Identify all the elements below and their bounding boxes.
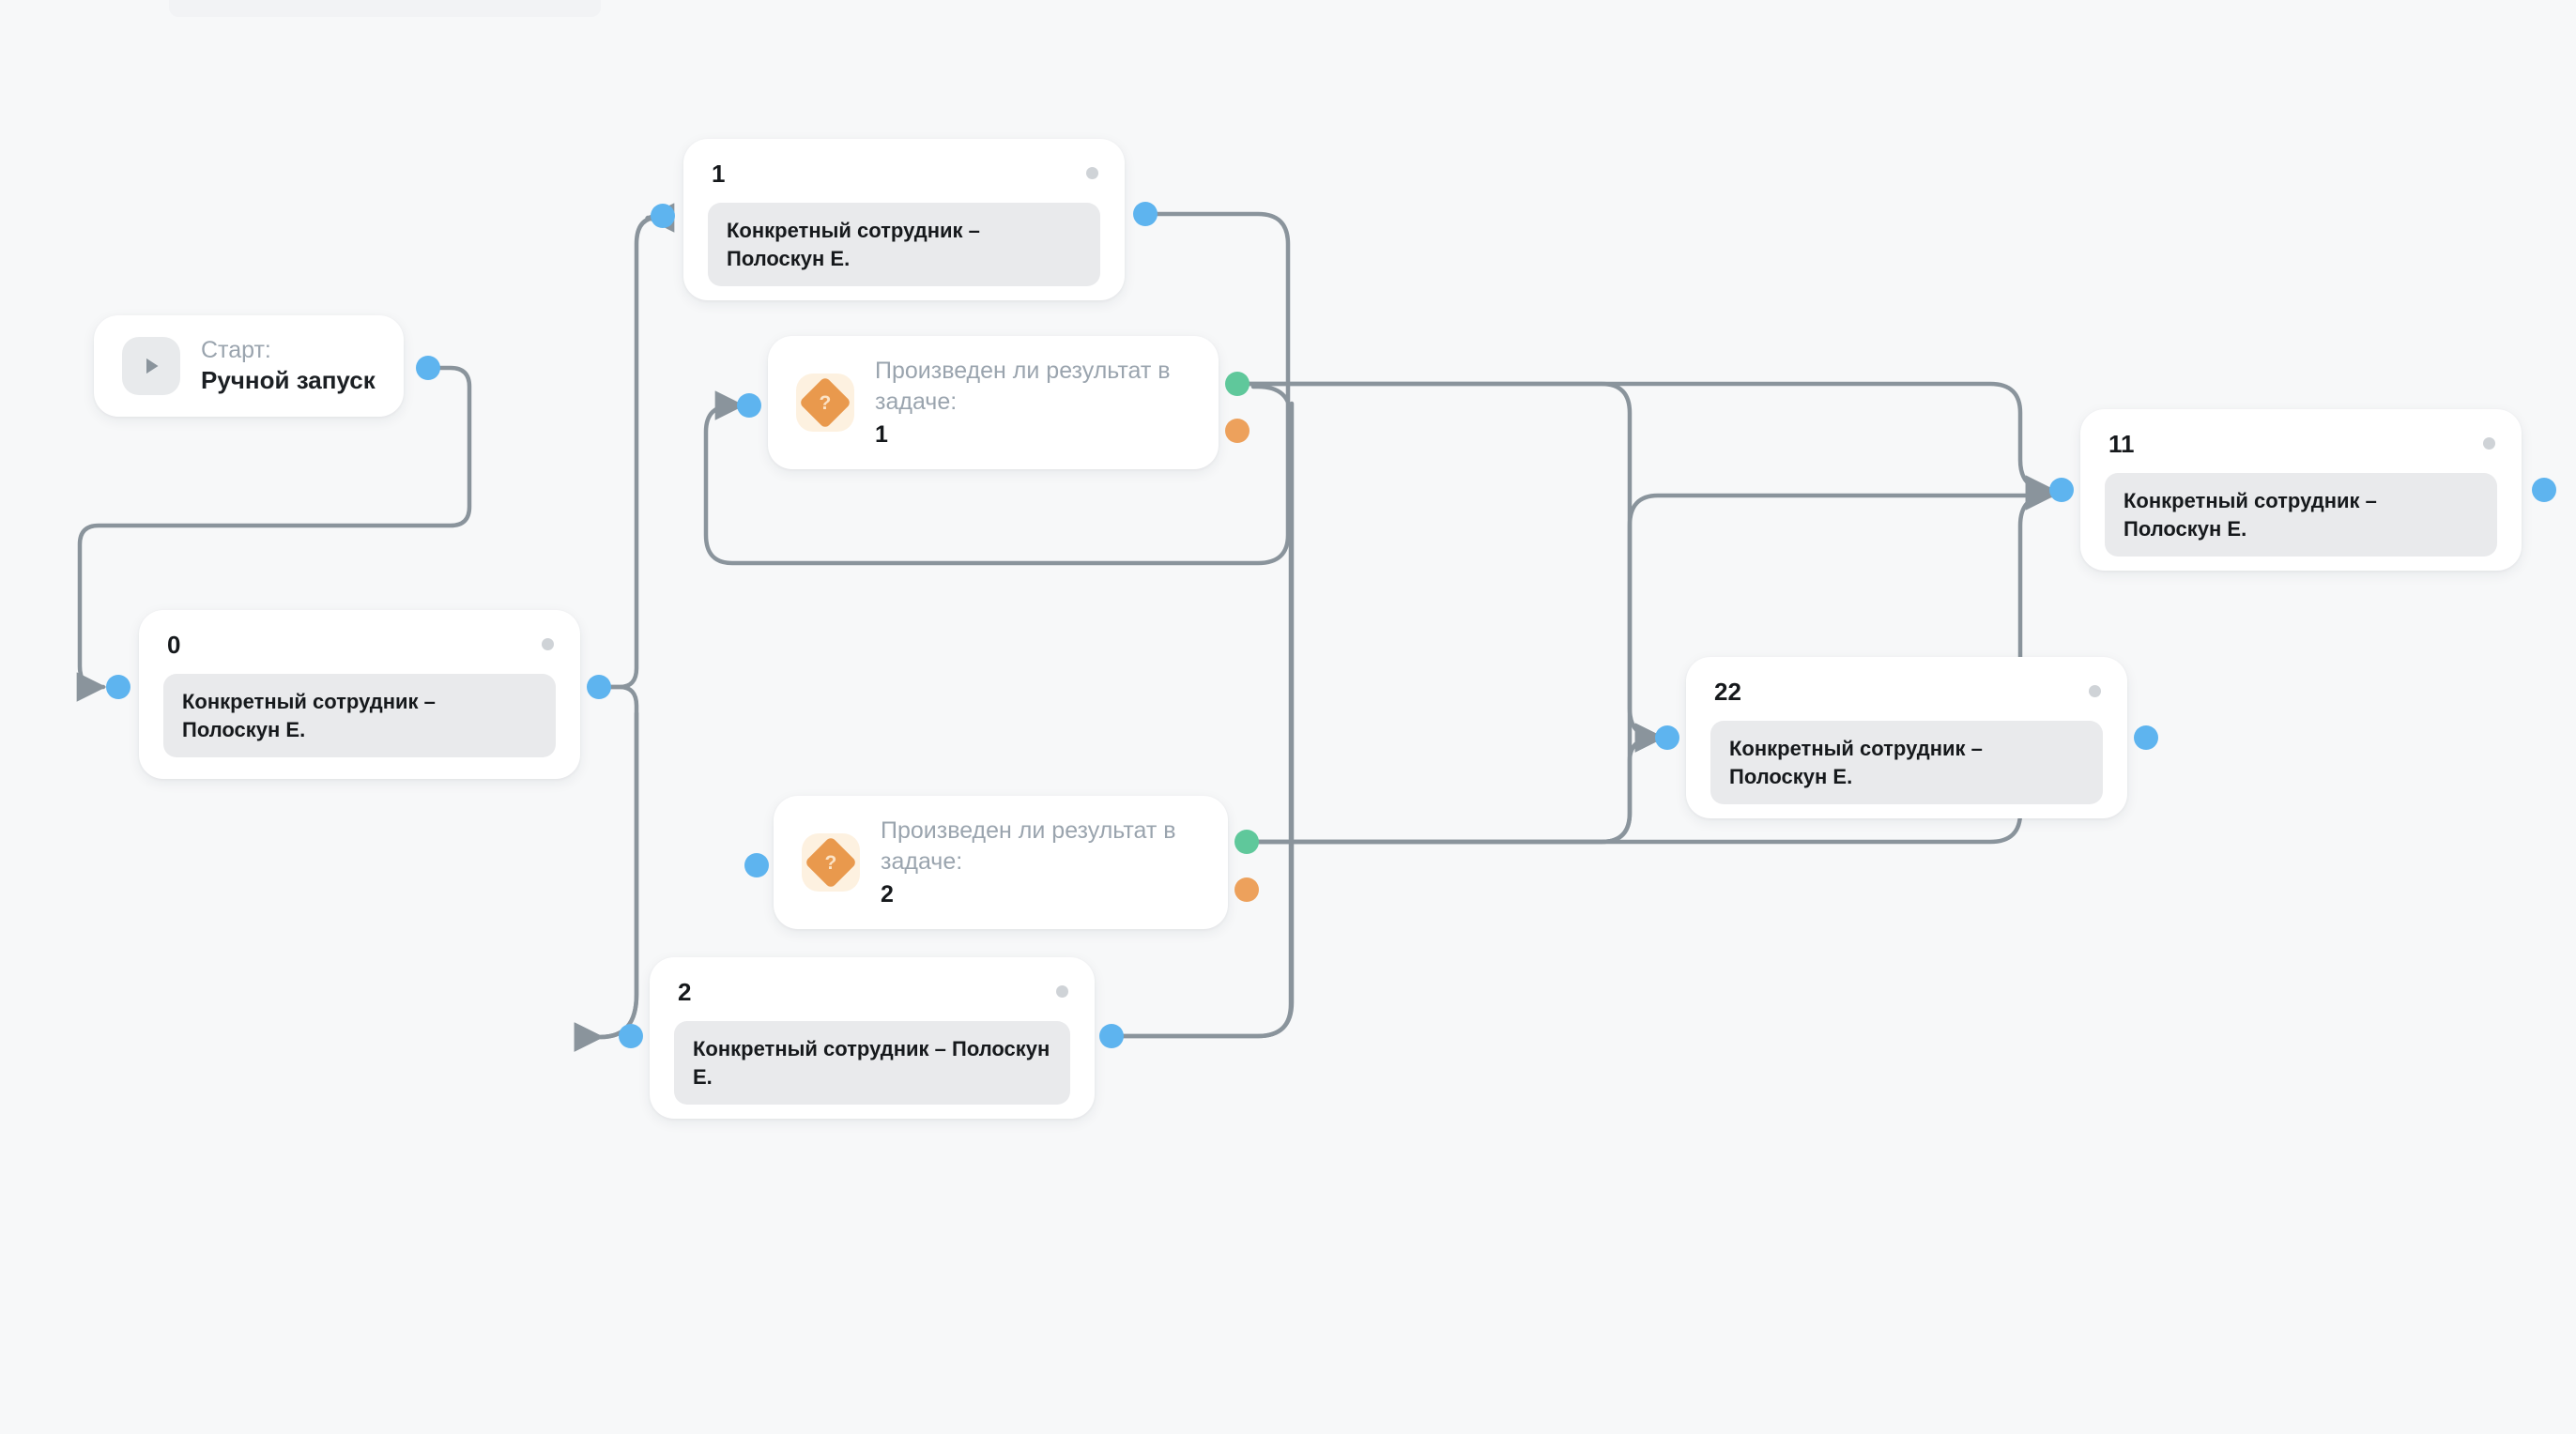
play-icon: [122, 337, 180, 395]
port-out-start[interactable]: [416, 356, 440, 380]
node-task-0[interactable]: 0 Конкретный сотрудник – Полоскун Е.: [139, 610, 580, 779]
port-out-task-22[interactable]: [2134, 725, 2158, 750]
node-title: 11: [2108, 430, 2135, 458]
edge-2-to-cond2-b: [1120, 401, 1295, 1039]
node-status-dot: [1086, 167, 1098, 179]
edge-cond2-yes-to-22: [1246, 723, 1665, 845]
port-yes-condition-1[interactable]: [1225, 372, 1250, 396]
port-in-task-1[interactable]: [651, 204, 675, 228]
question-diamond-icon: ?: [796, 374, 854, 432]
port-out-task-11[interactable]: [2532, 478, 2556, 502]
node-status-dot: [2089, 685, 2101, 697]
question-diamond-icon: ?: [802, 833, 860, 892]
node-start[interactable]: Старт: Ручной запуск: [94, 315, 404, 417]
start-value: Ручной запуск: [201, 366, 376, 395]
port-in-task-22[interactable]: [1655, 725, 1679, 750]
node-task-2[interactable]: 2 Конкретный сотрудник – Полоскун Е.: [650, 957, 1095, 1119]
port-yes-condition-2[interactable]: [1234, 830, 1259, 854]
node-condition-1[interactable]: ? Произведен ли результат в задаче: 1: [768, 336, 1219, 469]
node-title: 22: [1714, 678, 1741, 706]
assignee-chip: Конкретный сотрудник – Полоскун Е.: [163, 674, 556, 758]
node-condition-2[interactable]: ? Произведен ли результат в задаче: 2: [774, 796, 1228, 929]
edge-2-to-cond2: [1120, 384, 1294, 1039]
assignee-chip: Конкретный сотрудник – Полоскун Е.: [708, 203, 1100, 287]
port-out-task-0[interactable]: [587, 675, 611, 699]
condition-text-block: Произведен ли результат в задаче: 1: [875, 356, 1185, 450]
condition-value: 1: [875, 421, 888, 448]
assignee-chip: Конкретный сотрудник – Полоскун Е.: [2105, 473, 2497, 557]
assignee-chip: Конкретный сотрудник – Полоскун Е.: [674, 1021, 1070, 1106]
start-label: Старт:: [201, 336, 271, 363]
canvas-top-panel-edge: [169, 0, 601, 17]
edge-0-to-1: [598, 203, 675, 690]
port-no-condition-2[interactable]: [1234, 877, 1259, 902]
port-in-task-2[interactable]: [619, 1024, 643, 1048]
node-title: 1: [712, 160, 726, 188]
assignee-chip: Конкретный сотрудник – Полоскун Е.: [1710, 721, 2103, 805]
port-out-task-1[interactable]: [1133, 202, 1158, 226]
node-status-dot: [2483, 437, 2495, 450]
edge-0-to-2: [574, 684, 639, 1052]
node-status-dot: [1056, 985, 1068, 998]
port-out-task-2[interactable]: [1099, 1024, 1124, 1048]
node-task-1[interactable]: 1 Конкретный сотрудник – Полоскун Е.: [683, 139, 1125, 300]
port-in-task-0[interactable]: [106, 675, 130, 699]
node-title: 2: [678, 978, 692, 1006]
edge-0-to-2-lower: [597, 710, 639, 1052]
port-no-condition-1[interactable]: [1225, 419, 1250, 443]
edge-cond1-yes-to-11: [1236, 381, 2056, 505]
node-status-dot: [542, 638, 554, 650]
condition-value: 2: [881, 881, 894, 908]
edge-cond1-yes-to-22: [1236, 381, 1665, 753]
condition-label: Произведен ли результат в задаче:: [875, 357, 1171, 415]
condition-text-block: Произведен ли результат в задаче: 2: [881, 816, 1190, 910]
start-text-block: Старт: Ручной запуск: [201, 337, 376, 396]
node-task-11[interactable]: 11 Конкретный сотрудник – Полоскун Е.: [2080, 409, 2522, 571]
node-task-22[interactable]: 22 Конкретный сотрудник – Полоскун Е.: [1686, 657, 2127, 818]
node-title: 0: [167, 631, 181, 659]
port-in-task-11[interactable]: [2049, 478, 2074, 502]
port-in-condition-2[interactable]: [744, 853, 769, 877]
port-in-condition-1[interactable]: [737, 393, 761, 418]
condition-label: Произведен ли результат в задаче:: [881, 816, 1176, 875]
